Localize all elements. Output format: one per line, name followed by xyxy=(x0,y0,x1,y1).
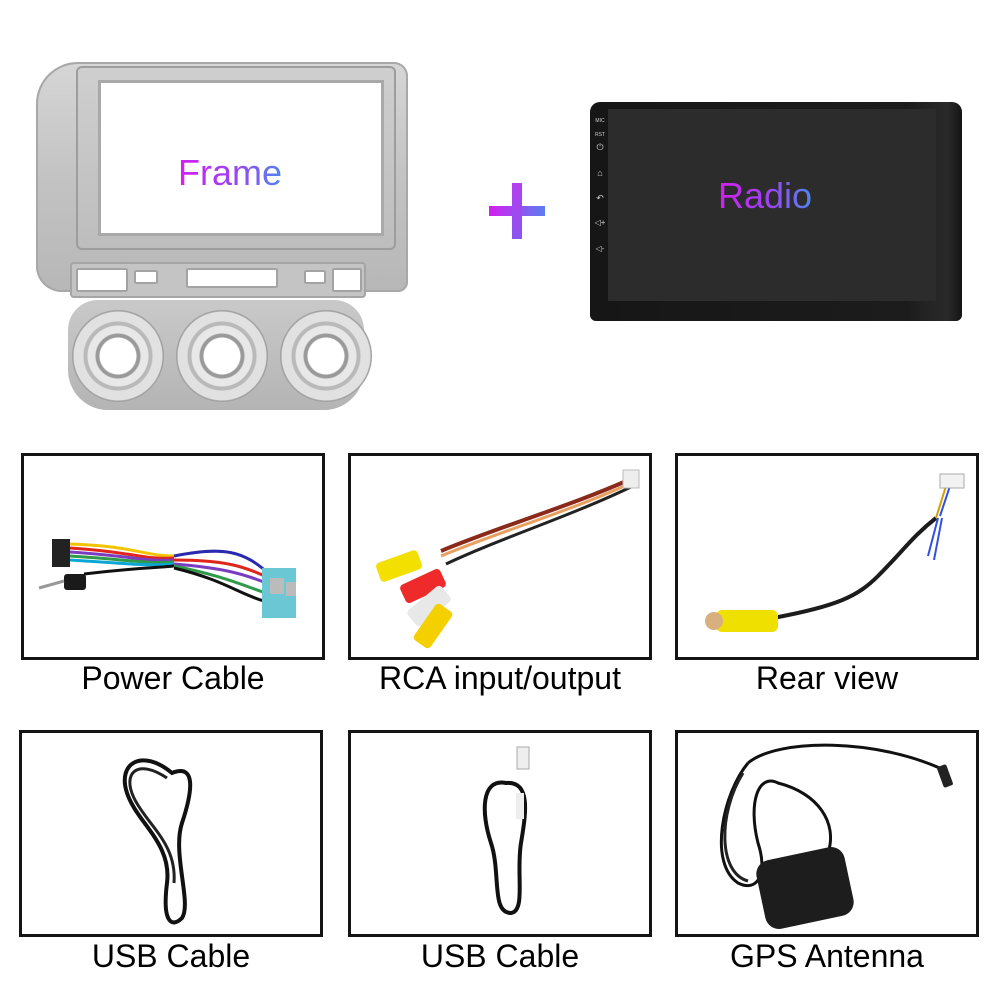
frame-product-image: Frame xyxy=(0,0,440,430)
back-icon: ↶ xyxy=(596,193,604,203)
vent-small-right xyxy=(304,270,326,284)
vent-small-left xyxy=(134,270,158,284)
radio-screen xyxy=(608,109,936,301)
rear-view-cable-icon xyxy=(705,473,965,632)
knob-center xyxy=(176,310,268,402)
accessory-rear-view-image xyxy=(675,453,979,660)
accessory-usb-cable-1-image xyxy=(19,730,323,937)
frame-label: Frame xyxy=(178,152,283,193)
vent-right xyxy=(332,268,362,292)
accessory-power-cable-image xyxy=(21,453,325,660)
knob-right xyxy=(280,310,372,402)
accessory-gps-antenna-label: GPS Antenna xyxy=(730,938,924,974)
power-cable-icon xyxy=(38,539,296,618)
usb-cable-icon xyxy=(482,746,530,916)
accessory-rear-view-label: Rear view xyxy=(755,660,899,696)
frame-vent-row xyxy=(70,262,366,298)
rst-button: RST xyxy=(595,132,605,138)
rca-cable-icon xyxy=(376,469,640,649)
home-icon: ⌂ xyxy=(597,168,603,178)
volume-down-icon: ◁- xyxy=(595,244,605,253)
accessory-rca-image xyxy=(348,453,652,660)
mic-label: MIC xyxy=(595,118,605,124)
knob-left xyxy=(72,310,164,402)
power-icon: ⏻ xyxy=(596,142,604,152)
accessory-power-cable-label: Power Cable xyxy=(81,660,265,696)
frame-screen-opening xyxy=(98,80,384,236)
accessory-usb-cable-1-label: USB Cable xyxy=(91,938,251,974)
radio-label: Radio xyxy=(718,175,813,216)
vent-center xyxy=(186,268,278,288)
volume-up-icon: ◁+ xyxy=(594,218,606,227)
accessory-gps-antenna-image xyxy=(675,730,979,937)
usb-cable-icon xyxy=(122,758,193,925)
accessory-usb-cable-2-image xyxy=(348,730,652,937)
gps-antenna-icon xyxy=(719,743,953,929)
plus-icon xyxy=(489,183,545,239)
accessory-rca-label: RCA input/output xyxy=(379,660,621,696)
vent-left xyxy=(76,268,128,292)
accessory-usb-cable-2-label: USB Cable xyxy=(420,938,580,974)
